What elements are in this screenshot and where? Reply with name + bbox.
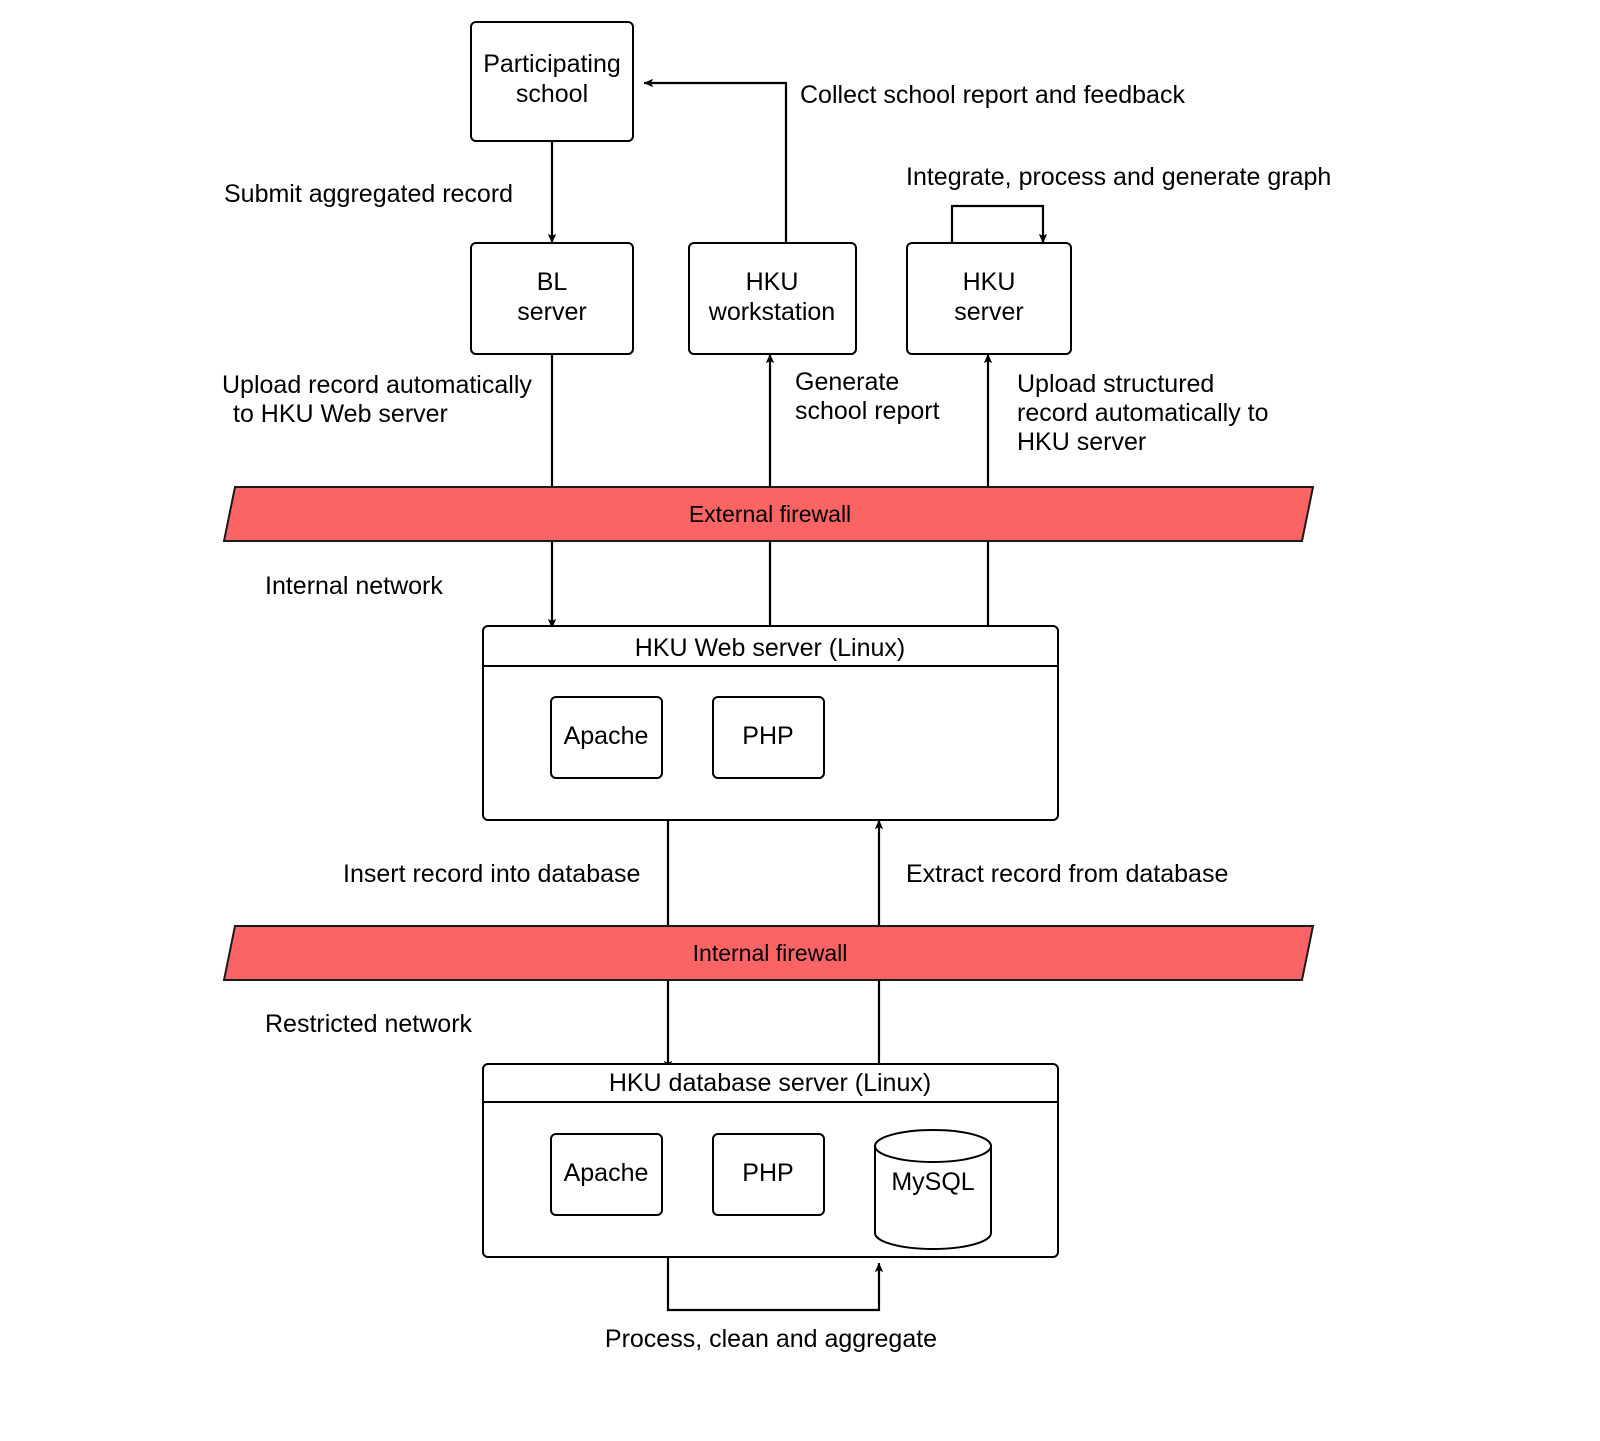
node-hku-workstation[interactable]: HKU workstation — [688, 242, 857, 355]
node-hku-server[interactable]: HKU server — [906, 242, 1072, 355]
database-server-component-apache-label: Apache — [564, 1159, 649, 1187]
label-internal-network: Internal network — [265, 572, 443, 600]
edge-workstation-to-school — [643, 78, 788, 243]
mysql-label: MySQL — [891, 1168, 974, 1196]
web-server-component-apache-label: Apache — [564, 722, 649, 750]
internal-firewall-shape — [222, 925, 1315, 981]
label-upload-structured-line2: record automatically to — [1017, 399, 1269, 427]
label-restricted-network: Restricted network — [265, 1010, 473, 1038]
label-process-clean-aggregate: Process, clean and aggregate — [605, 1325, 937, 1353]
bl-server-label-line2: server — [517, 298, 586, 326]
participating-school-label-line2: school — [516, 80, 588, 108]
external-firewall-label: External firewall — [689, 501, 851, 527]
hku-server-box[interactable] — [906, 242, 1072, 355]
label-collect-school-report: Collect school report and feedback — [800, 81, 1185, 109]
hku-web-server-title: HKU Web server (Linux) — [635, 634, 905, 662]
web-server-component-php-label: PHP — [742, 722, 793, 750]
label-upload-structured-line3: HKU server — [1017, 428, 1146, 456]
participating-school-label-line1: Participating — [483, 50, 621, 78]
node-participating-school[interactable]: Participating school — [470, 21, 634, 142]
hku-server-label-line1: HKU — [963, 268, 1016, 296]
edge-hku-server-self-loop — [950, 204, 1048, 244]
label-generate-report-line2: school report — [795, 397, 940, 425]
bl-server-box[interactable] — [470, 242, 634, 355]
database-server-component-php-box[interactable] — [712, 1133, 825, 1216]
edge-database-self-loop — [666, 1257, 884, 1312]
web-server-component-apache-box[interactable] — [550, 696, 663, 779]
hku-server-label-line2: server — [954, 298, 1023, 326]
mysql-cylinder-body — [874, 1145, 992, 1250]
internal-firewall-band: Internal firewall — [222, 925, 1315, 981]
mysql-cylinder-top — [874, 1129, 992, 1163]
hku-workstation-label-line2: workstation — [708, 298, 835, 326]
hku-workstation-label-line1: HKU — [746, 268, 799, 296]
bl-server-label-line1: BL — [537, 268, 568, 296]
label-insert-record: Insert record into database — [343, 860, 640, 888]
label-upload-structured-line1: Upload structured — [1017, 370, 1214, 398]
node-bl-server[interactable]: BL server — [470, 242, 634, 355]
participating-school-box[interactable] — [470, 21, 634, 142]
label-extract-record: Extract record from database — [906, 860, 1228, 888]
external-firewall-shape — [222, 486, 1315, 542]
label-integrate-process-graph: Integrate, process and generate graph — [906, 163, 1331, 191]
label-upload-record-line2: to HKU Web server — [233, 400, 448, 428]
external-firewall-band: External firewall — [222, 486, 1315, 542]
label-submit-aggregated-record: Submit aggregated record — [224, 180, 513, 208]
label-upload-record-line1: Upload record automatically — [222, 371, 532, 399]
database-server-component-apache-box[interactable] — [550, 1133, 663, 1216]
internal-firewall-label: Internal firewall — [693, 940, 848, 966]
node-hku-web-server[interactable]: HKU Web server (Linux) Apache PHP — [482, 625, 1059, 821]
hku-workstation-box[interactable] — [688, 242, 857, 355]
mysql-database-cylinder-icon[interactable]: MySQL — [874, 1129, 992, 1250]
web-server-component-php-box[interactable] — [712, 696, 825, 779]
database-server-component-php-label: PHP — [742, 1159, 793, 1187]
node-hku-database-server[interactable]: HKU database server (Linux) Apache PHP M… — [482, 1063, 1059, 1258]
label-generate-report-line1: Generate — [795, 368, 899, 396]
hku-database-server-title: HKU database server (Linux) — [609, 1069, 931, 1097]
